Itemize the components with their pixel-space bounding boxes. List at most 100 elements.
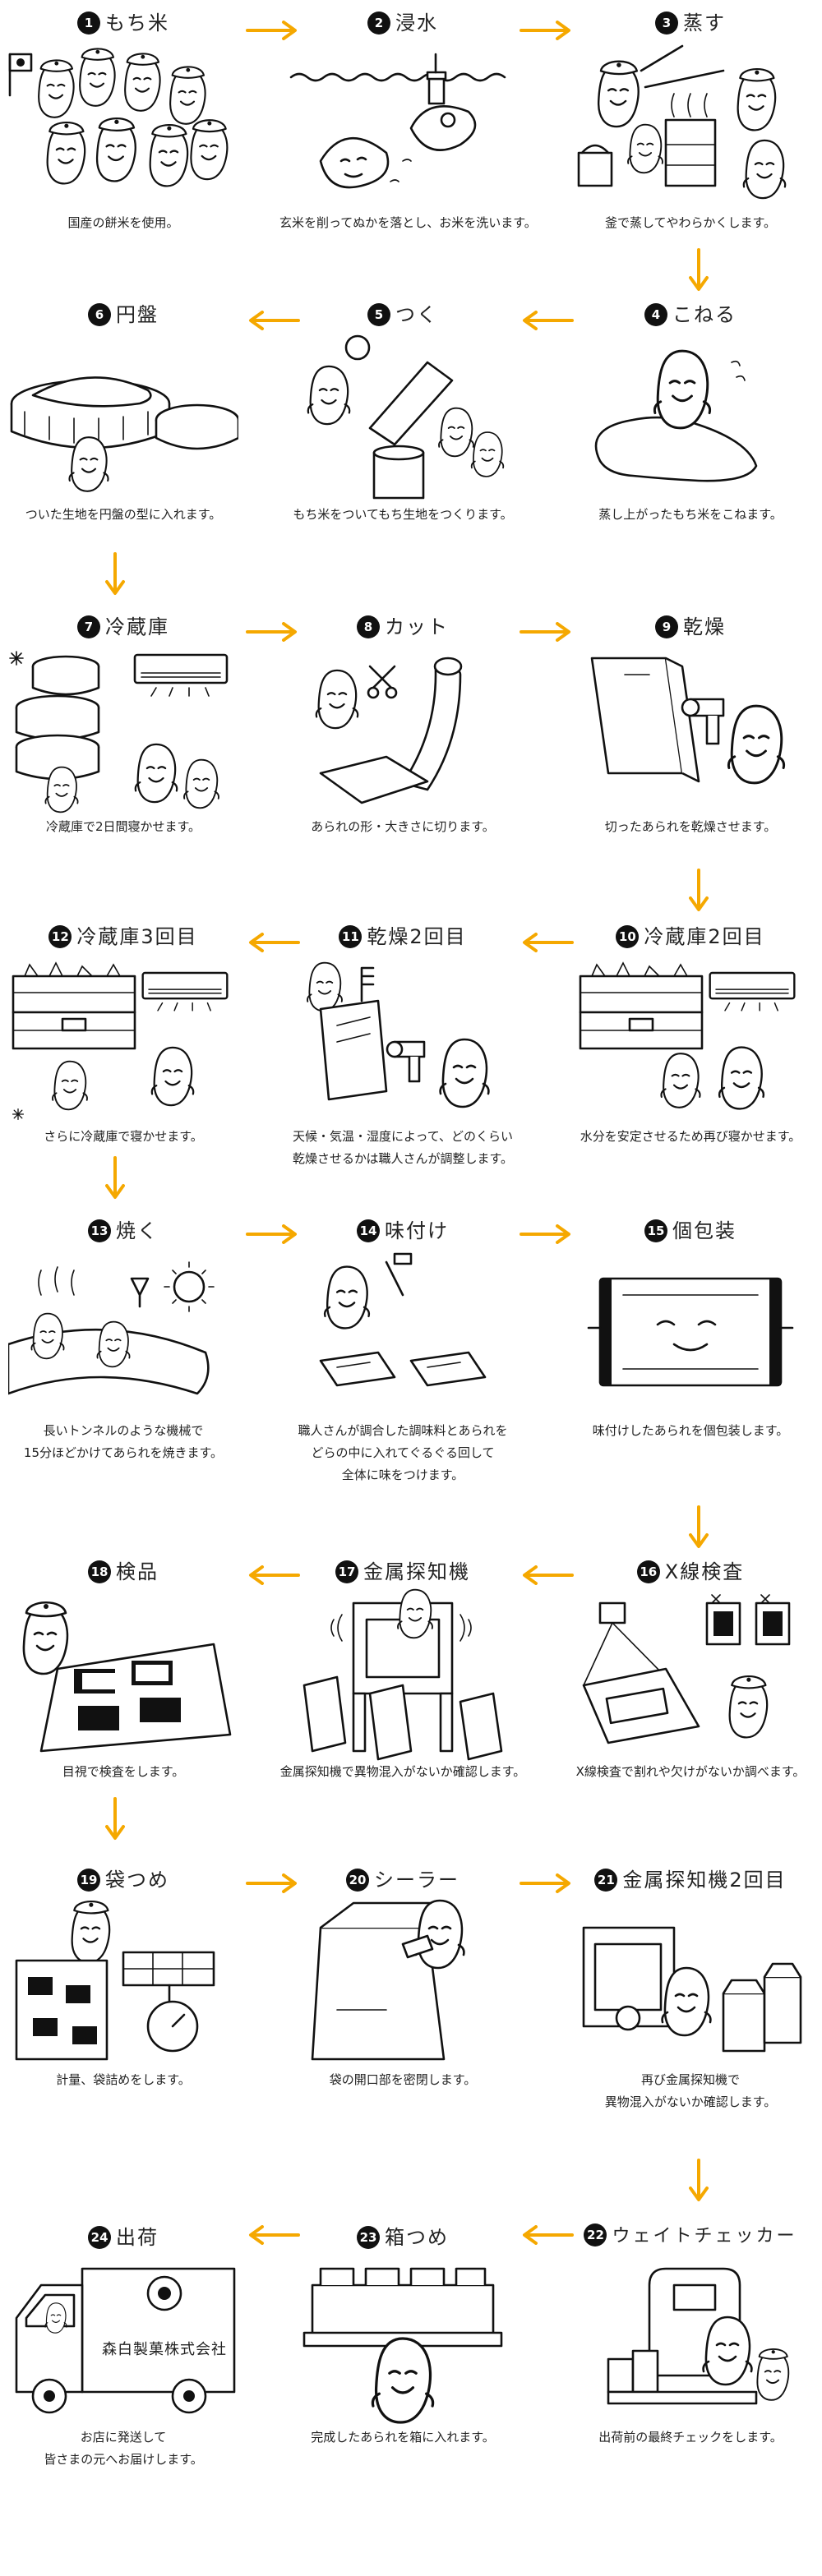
soaking-illustration [289,53,506,189]
step-number-badge: 12 [48,925,72,948]
arrow-left-icon [523,2225,574,2245]
wrapping-illustration [587,1277,794,1387]
metal-detector-illustration [302,1588,503,1761]
pounding-illustration [307,334,505,500]
step-number-badge: 19 [77,1869,100,1892]
refrigerator-illustration [12,961,229,1121]
step-number-badge: 17 [335,1560,358,1583]
arrow-left-icon [523,311,574,330]
bagging-illustration [15,1900,215,2061]
seasoning-illustration [319,1252,487,1387]
arrow-left-icon [523,1565,574,1585]
step-caption: 玄米を削ってぬかを落とし、お米を洗います。 [279,215,537,230]
step-caption: 完成したあられを箱に入れます。 [311,2430,495,2445]
step-number-badge: 5 [367,303,390,326]
arrow-right-icon [246,1224,297,1244]
drying-illustration [590,657,786,785]
step-number-badge: 6 [88,303,111,326]
disc-mold-illustration [10,376,238,492]
arrow-right-icon [520,1873,570,1893]
arrow-left-icon [249,933,300,952]
step-number-badge: 23 [357,2226,380,2249]
step-number-badge: 2 [367,12,390,35]
sealer-illustration [311,1899,465,2061]
step-number-badge: 7 [77,615,100,638]
step-number-badge: 20 [346,1869,369,1892]
cutting-illustration [315,657,463,804]
arrow-right-icon [520,1224,570,1244]
arrow-down-icon [105,552,125,595]
rice-bags-illustration [8,48,229,187]
step-number-badge: 1 [77,12,100,35]
arrow-right-icon [246,21,297,40]
boxing-illustration [302,2267,503,2424]
inspection-illustration [22,1601,232,1753]
arrow-down-icon [105,1797,125,1840]
step-number-badge: 8 [357,615,380,638]
arrow-right-icon [520,622,570,642]
step-caption: 冷蔵庫で2日間寝かせます。 [45,819,201,834]
step-caption: 切ったあられを乾燥させます。 [604,819,777,834]
steaming-illustration [577,44,787,200]
arrow-left-icon [249,1565,300,1585]
step-number-badge: 11 [339,925,363,948]
step-caption: ついた生地を円盤の型に入れます。 [25,507,222,522]
step-number-badge: 10 [616,925,640,948]
arrow-left-icon [249,2225,300,2245]
step-number-badge: 13 [88,1219,111,1242]
step-number-badge: 16 [636,1560,660,1583]
step-number-badge: 4 [644,303,667,326]
refrigerator-illustration [579,961,796,1110]
step-number-badge: 22 [584,2223,607,2247]
step-caption: 天候・気温・湿度によって、どのくらい乾燥させるかは職人さんが調整します。 [292,1129,514,1166]
step-number-badge: 18 [88,1560,111,1583]
step-number-badge: 15 [644,1219,667,1242]
xray-illustration [582,1594,791,1744]
truck-illustration [15,2267,236,2414]
step-caption: 蒸し上がったもち米をこねます。 [598,507,783,522]
step-caption: さらに冷蔵庫で寝かせます。 [44,1129,203,1144]
step-caption: 計量、袋詰めをします。 [56,2072,191,2087]
arrow-down-icon [689,248,709,291]
arrow-right-icon [246,622,297,642]
step-number-badge: 3 [655,12,678,35]
arrow-left-icon [249,311,300,330]
step-caption: X線検査で割れや欠けがないか調べます。 [575,1764,806,1779]
metal-detector-illustration [582,1926,802,2053]
step-caption: 金属探知機で異物混入がないか確認します。 [279,1764,526,1779]
arrow-right-icon [520,21,570,40]
step-caption: 国産の餅米を使用。 [67,215,179,230]
arrow-right-icon [246,1873,297,1893]
